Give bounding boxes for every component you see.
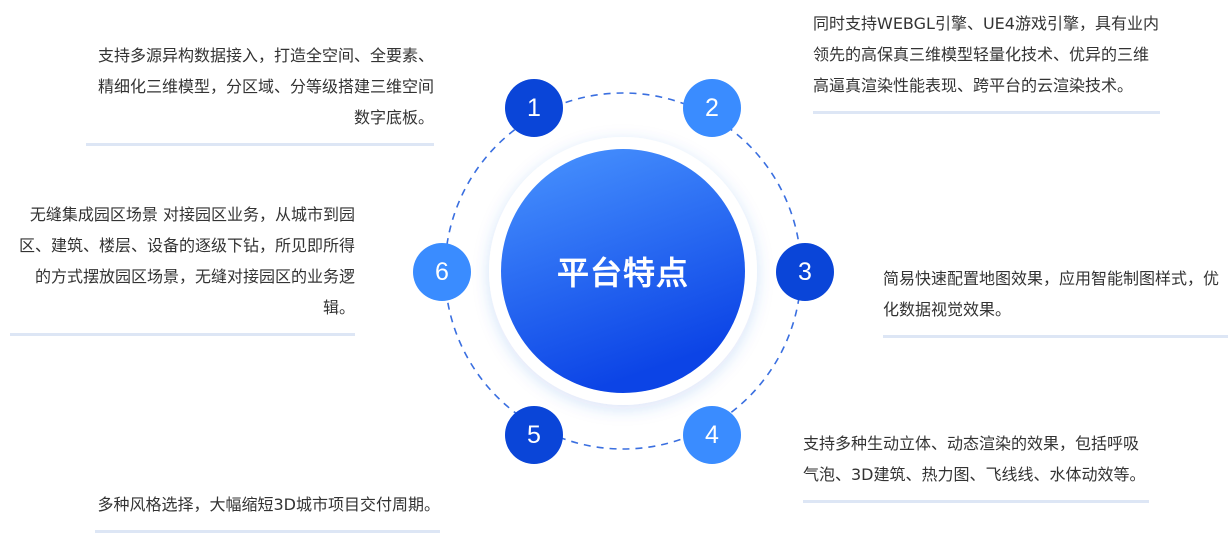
feature-text-6: 无缝集成园区场景 对接园区业务，从城市到园区、建筑、楼层、设备的逐级下钻，所见即… (10, 199, 355, 336)
center-circle (501, 149, 745, 393)
feature-text-2: 同时支持WEBGL引擎、UE4游戏引擎，具有业内领先的高保真三维模型轻量化技术、… (813, 8, 1160, 114)
node-circle-3 (776, 243, 834, 301)
feature-text-1: 支持多源异构数据接入，打造全空间、全要素、精细化三维模型，分区域、分等级搭建三维… (86, 40, 434, 146)
node-circle-2 (683, 79, 741, 137)
feature-text-4: 支持多种生动立体、动态渲染的效果，包括呼吸气泡、3D建筑、热力图、飞线线、水体动… (803, 428, 1149, 503)
node-circle-4 (683, 406, 741, 464)
node-number-3: 3 (798, 258, 812, 286)
center-title: 平台特点 (556, 254, 689, 292)
node-number-4: 4 (705, 421, 719, 449)
node-circle-5 (505, 406, 563, 464)
node-number-1: 1 (527, 94, 541, 122)
feature-text-3: 简易快速配置地图效果，应用智能制图样式，优化数据视觉效果。 (883, 263, 1228, 338)
node-number-2: 2 (705, 94, 719, 122)
node-circle-6 (413, 243, 471, 301)
feature-text-5: 多种风格选择，大幅缩短3D城市项目交付周期。 (95, 489, 440, 533)
node-number-6: 6 (435, 258, 449, 286)
node-circle-1 (505, 79, 563, 137)
node-number-5: 5 (527, 421, 541, 449)
